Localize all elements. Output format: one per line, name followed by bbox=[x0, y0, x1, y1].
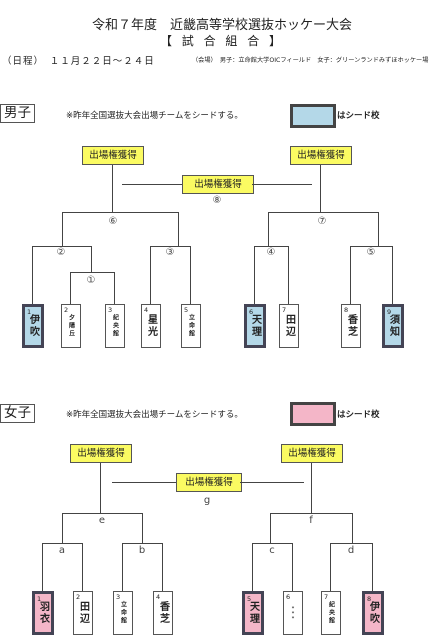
men-team-7: 7 田辺 bbox=[279, 304, 299, 348]
men-section-label: 男子 bbox=[0, 104, 35, 123]
men-team-5: 5 立命館 bbox=[181, 304, 201, 348]
men-round-4: ④ bbox=[266, 247, 276, 258]
bracket-line bbox=[91, 246, 92, 272]
bracket-line bbox=[254, 246, 255, 304]
bracket-line bbox=[392, 246, 393, 304]
bracket-line bbox=[320, 165, 321, 212]
bracket-line bbox=[330, 543, 331, 591]
bracket-line bbox=[352, 513, 353, 543]
men-seed-legend-label: はシード校 bbox=[337, 111, 380, 121]
bracket-line bbox=[252, 184, 312, 185]
bracket-line bbox=[252, 543, 292, 544]
bracket-line bbox=[70, 272, 71, 304]
bracket-line bbox=[268, 212, 269, 246]
page-subtitle: 【 試 合 組 合 】 bbox=[159, 34, 285, 48]
women-qualify-left: 出場権獲得 bbox=[70, 444, 132, 463]
bracket-line bbox=[178, 212, 179, 246]
women-round-e: e bbox=[98, 515, 106, 526]
men-team-4: 4 星光 bbox=[141, 304, 161, 348]
men-round-3: ③ bbox=[165, 247, 175, 258]
bracket-line bbox=[288, 246, 289, 304]
bracket-line bbox=[42, 543, 82, 544]
bracket-line bbox=[112, 482, 176, 483]
men-seed-legend-swatch bbox=[290, 104, 336, 128]
bracket-line bbox=[70, 272, 114, 273]
women-team-1: 1 羽衣 bbox=[32, 591, 54, 635]
men-team-6: 6 天理 bbox=[244, 304, 266, 348]
women-round-g: g bbox=[203, 495, 211, 506]
bracket-line bbox=[32, 246, 91, 247]
women-team-3: 3 立命館 bbox=[113, 591, 133, 635]
men-qualify-final: 出場権獲得 bbox=[182, 175, 254, 194]
bracket-line bbox=[270, 513, 271, 543]
bracket-line bbox=[122, 543, 162, 544]
bracket-line bbox=[372, 543, 373, 591]
bracket-line bbox=[311, 463, 312, 513]
bracket-line bbox=[42, 543, 43, 591]
women-team-7: 7 紀央館 bbox=[321, 591, 341, 635]
bracket-line bbox=[112, 165, 113, 212]
women-seed-legend-label: はシード校 bbox=[337, 410, 380, 420]
bracket-line bbox=[268, 212, 378, 213]
women-round-f: f bbox=[309, 515, 313, 526]
bracket-line bbox=[100, 463, 101, 513]
women-round-d: d bbox=[347, 545, 355, 556]
bracket-line bbox=[254, 246, 288, 247]
bracket-line bbox=[142, 513, 143, 543]
venue-info: （会場） 男子：立命館大学OICフィールド 女子：グリーンランドみずほホッケー場 bbox=[192, 57, 429, 64]
bracket-line bbox=[162, 543, 163, 591]
bracket-line bbox=[292, 543, 293, 591]
bracket-line bbox=[62, 513, 63, 543]
men-seed-note: ※昨年全国選抜大会出場チームをシードする。 bbox=[66, 111, 243, 121]
women-team-2: 2 田辺 bbox=[73, 591, 93, 635]
women-team-4: 4 香芝 bbox=[153, 591, 173, 635]
men-team-2: 2 夕陽丘 bbox=[61, 304, 81, 348]
bracket-line bbox=[350, 246, 392, 247]
bracket-line bbox=[270, 513, 352, 514]
bracket-line bbox=[190, 246, 191, 304]
page-title: 令和７年度 近畿高等学校選抜ホッケー大会 bbox=[91, 18, 352, 33]
bracket-line bbox=[150, 246, 190, 247]
men-team-1: 1 伊吹 bbox=[22, 304, 44, 348]
bracket-line bbox=[82, 543, 83, 591]
schedule-dates: （日程） １１月２２日～２４日 bbox=[2, 56, 155, 67]
men-round-2: ② bbox=[56, 247, 66, 258]
women-team-8: 8 伊吹 bbox=[362, 591, 384, 635]
bracket-line bbox=[62, 513, 142, 514]
women-section-label: 女子 bbox=[0, 404, 35, 423]
men-team-9: 9 須知 bbox=[382, 304, 404, 348]
men-round-7: ⑦ bbox=[317, 216, 327, 227]
women-round-c: c bbox=[269, 545, 275, 556]
bracket-line bbox=[240, 482, 304, 483]
women-round-b: b bbox=[138, 545, 146, 556]
bracket-line bbox=[252, 543, 253, 591]
women-qualify-right: 出場権獲得 bbox=[281, 444, 343, 463]
bracket-line bbox=[378, 212, 379, 246]
bracket-line bbox=[62, 212, 63, 246]
bracket-line bbox=[330, 543, 372, 544]
women-team-5: 5 天理 bbox=[242, 591, 264, 635]
bracket-line bbox=[62, 212, 178, 213]
bracket-line bbox=[122, 184, 182, 185]
men-round-6: ⑥ bbox=[108, 216, 118, 227]
men-qualify-right: 出場権獲得 bbox=[290, 146, 352, 165]
men-team-8: 8 香芝 bbox=[341, 304, 361, 348]
bracket-line bbox=[32, 246, 33, 304]
men-team-3: 3 紀央館 bbox=[105, 304, 125, 348]
women-seed-legend-swatch bbox=[290, 402, 336, 426]
women-seed-note: ※昨年全国選抜大会出場チームをシードする。 bbox=[66, 410, 243, 420]
bracket-line bbox=[150, 246, 151, 304]
men-qualify-left: 出場権獲得 bbox=[82, 146, 144, 165]
bracket-line bbox=[122, 543, 123, 591]
women-team-6: 6 ＊＊＊ bbox=[283, 591, 303, 635]
men-round-8: ⑧ bbox=[212, 195, 222, 206]
women-qualify-final: 出場権獲得 bbox=[176, 473, 242, 492]
men-round-5: ⑤ bbox=[366, 247, 376, 258]
bracket-line bbox=[114, 272, 115, 304]
women-round-a: a bbox=[58, 545, 66, 556]
bracket-line bbox=[350, 246, 351, 304]
men-round-1: ① bbox=[86, 275, 96, 286]
